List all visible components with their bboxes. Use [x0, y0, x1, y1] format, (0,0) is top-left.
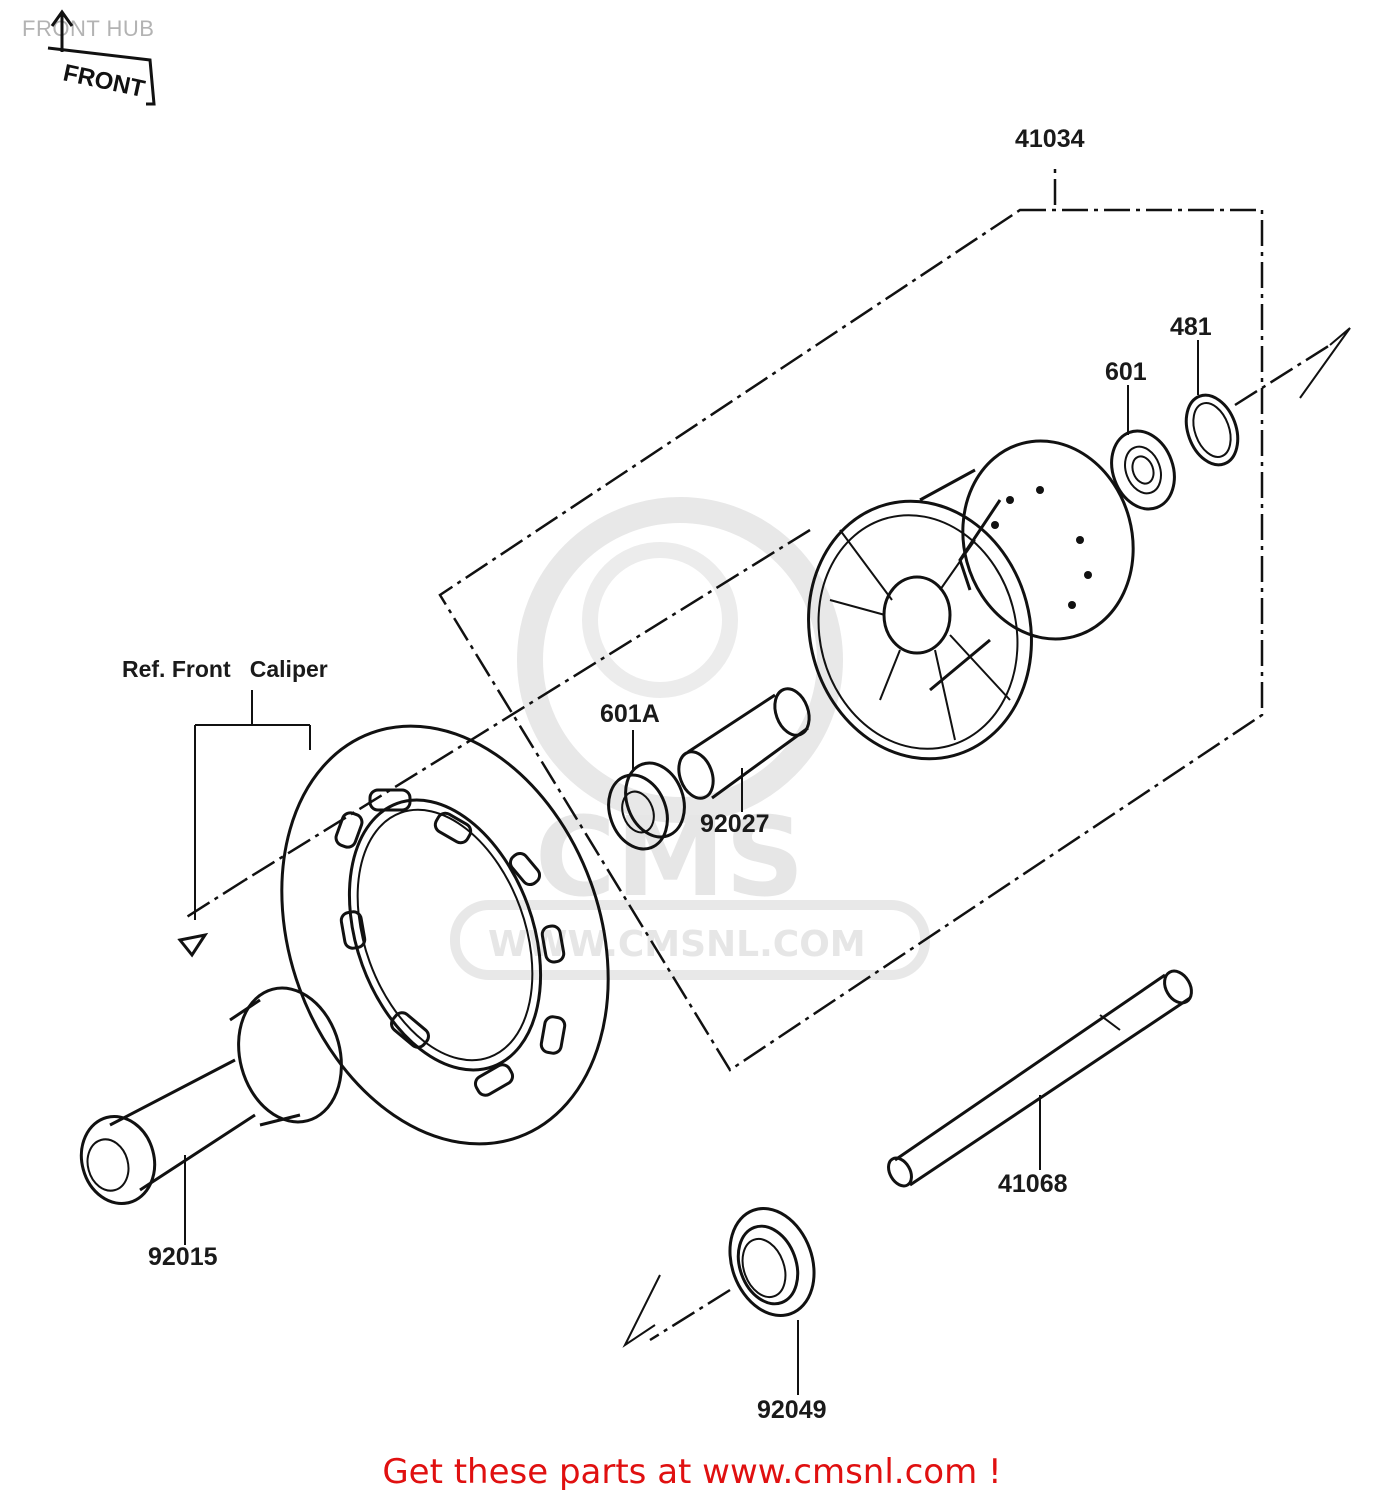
- cmsnl-watermark: CMS WWW.CMSNL.COM: [450, 497, 930, 980]
- callout-481: 481: [1170, 313, 1212, 341]
- page-title: FRONT HUB: [22, 16, 155, 41]
- circlip: [1184, 393, 1240, 467]
- watermark-url: WWW.CMSNL.COM: [488, 924, 866, 965]
- axis-lines: [184, 327, 1351, 1348]
- callout-leaders: [184, 340, 1199, 1395]
- front-direction-marker: FRONT: [47, 9, 156, 106]
- callout-ref-front-caliper: Ref. Front Caliper: [122, 656, 328, 682]
- hub-body: [807, 439, 1135, 761]
- callout-92015: 92015: [148, 1243, 218, 1271]
- axle: [887, 969, 1193, 1188]
- callout-601a: 601A: [600, 700, 660, 728]
- bearing-right: [1110, 429, 1176, 511]
- callout-601: 601: [1105, 358, 1147, 386]
- brake-disc: [280, 724, 610, 1146]
- hub-assembly-outline: [438, 165, 1264, 1072]
- callout-41068: 41068: [998, 1170, 1068, 1198]
- footer-link[interactable]: Get these parts at www.cmsnl.com !: [382, 1452, 1002, 1492]
- callout-92049: 92049: [757, 1396, 827, 1424]
- front-label: FRONT: [61, 59, 148, 103]
- callout-92027: 92027: [700, 810, 770, 838]
- oil-seal: [728, 1207, 816, 1317]
- callout-41034: 41034: [1015, 125, 1085, 153]
- caliper-reference-bracket: [177, 690, 311, 958]
- spacer: [677, 687, 811, 800]
- axle-nut: [79, 986, 343, 1206]
- bearing-left: [607, 761, 686, 851]
